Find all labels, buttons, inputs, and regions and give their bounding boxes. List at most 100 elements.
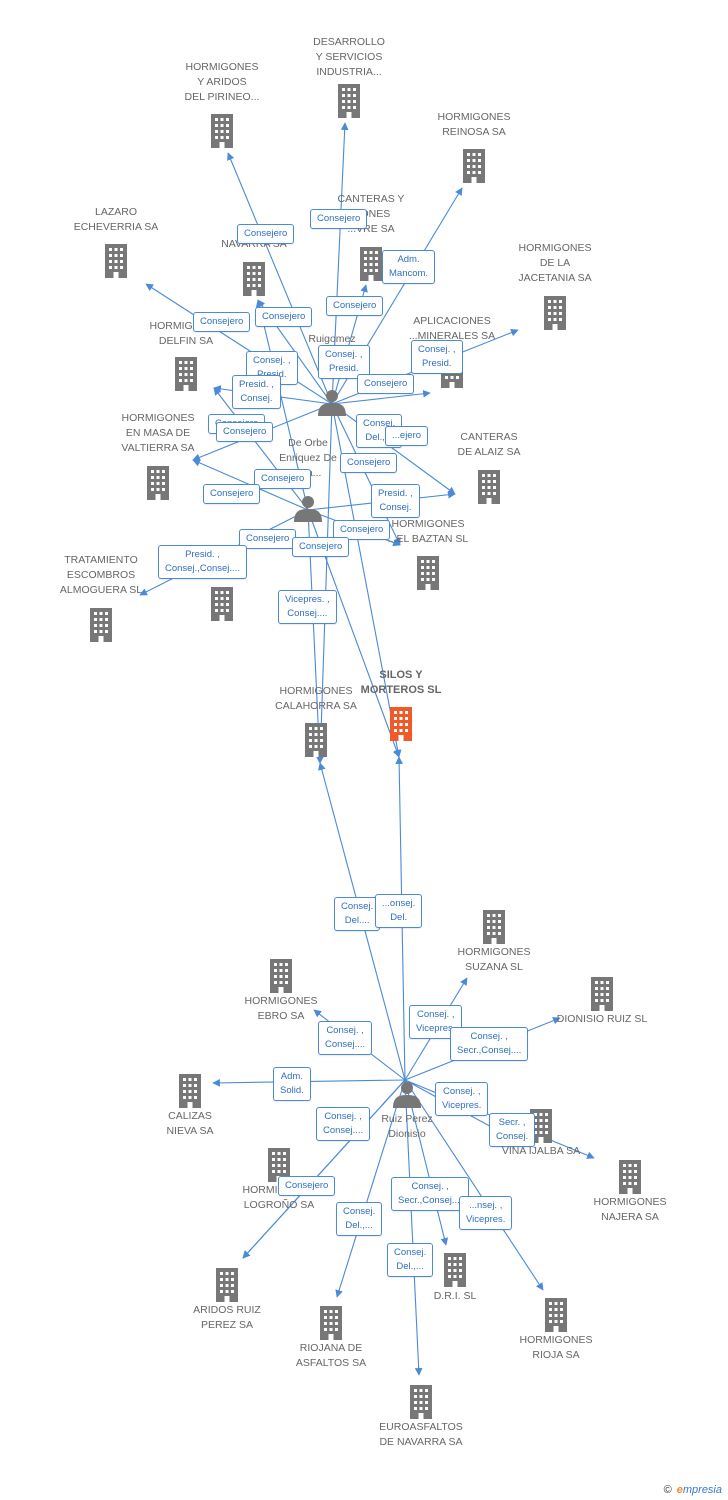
role-badge[interactable]: Presid. ,Consej.,Consej.... <box>158 545 247 579</box>
role-badge[interactable]: Consejero <box>333 520 391 540</box>
person-label-line: Dionisio <box>388 1128 426 1140</box>
company-label-line: HORMIGONES <box>245 995 318 1007</box>
role-badge-text: Consej. <box>496 1131 529 1142</box>
role-badge[interactable]: Consej. ,Consej.... <box>316 1107 371 1141</box>
company-node-dri[interactable]: D.R.I. SL <box>434 1253 477 1302</box>
company-node-druiz[interactable]: DIONISIO RUIZ SL <box>557 977 648 1025</box>
building-icon <box>270 959 292 993</box>
role-badge[interactable]: Consej. ,Presid. <box>411 340 463 374</box>
company-label-line: HORMIGONES <box>520 1334 593 1346</box>
role-badge[interactable]: Consejero <box>357 374 415 394</box>
role-badge[interactable]: Consejero <box>292 537 350 557</box>
role-badge[interactable]: Adm.Solid. <box>273 1067 311 1101</box>
role-badge-text: Presid. , <box>378 488 413 499</box>
edge-orbe-to-hdelfin <box>213 387 309 511</box>
role-badge[interactable]: Adm. Mancom. <box>382 250 436 284</box>
role-badge[interactable]: Consejero <box>203 484 261 504</box>
company-label-line: CANTERAS Y <box>338 193 405 205</box>
role-badge[interactable]: Consej. ,Consej.... <box>318 1021 373 1055</box>
role-badge-text: Consejero <box>261 473 305 484</box>
role-badge[interactable]: Consej.Del.,... <box>387 1243 434 1277</box>
edge-ruiz-to-hrioja <box>404 1079 544 1291</box>
company-label-line: DESARROLLO <box>313 36 385 48</box>
role-badge[interactable]: Consej.Del.... <box>334 897 381 931</box>
company-label-line: NAJERA SA <box>601 1211 659 1223</box>
role-badge[interactable]: ...nsej. ,Vicepres. <box>459 1196 513 1230</box>
role-badge-text: Consej. , <box>470 1031 508 1042</box>
role-badge-text: Consej. , <box>442 1086 481 1097</box>
role-badge[interactable]: Consejero <box>255 307 313 327</box>
role-badge[interactable]: Consejero <box>340 453 398 473</box>
role-badge-text: Consej. <box>341 901 374 912</box>
role-badge[interactable]: Consej. ,Presid. <box>318 345 370 379</box>
role-badge[interactable]: Secr. ,Consej. <box>489 1113 536 1147</box>
role-badge[interactable]: Presid. , Consej. <box>371 484 420 518</box>
role-badge[interactable]: Consejero <box>310 209 368 229</box>
role-badge-text: Mancom. <box>389 268 429 279</box>
role-badge[interactable]: Consejero <box>278 1176 336 1196</box>
role-badge[interactable]: Consej. ,Secr.,Consej.... <box>450 1027 529 1061</box>
role-badge-text: Adm. <box>397 254 420 265</box>
role-badge-text: ...nsej. , <box>469 1200 503 1211</box>
building-icon <box>417 556 439 590</box>
role-badge-text: Vicepres. , <box>285 594 330 605</box>
role-badge-text: Consejero <box>246 533 290 544</box>
role-badge[interactable]: Consejero <box>237 224 295 244</box>
role-badge[interactable]: Consejero <box>326 296 384 316</box>
role-badge[interactable]: Consej. ,Vicepres. <box>435 1082 489 1116</box>
role-badge[interactable]: Consejero <box>193 312 251 332</box>
role-badge[interactable]: Vicepres. ,Consej.... <box>278 590 337 624</box>
role-badge-text: Consej. , <box>411 1181 449 1192</box>
role-badge[interactable]: Consejero <box>239 529 297 549</box>
role-badge-text: Consejero <box>317 213 361 224</box>
role-badge-text: Del.,... <box>396 1261 424 1272</box>
edge-ruiz-to-euroasfaltos <box>404 1079 423 1376</box>
footer-brand[interactable]: © empresia <box>664 1484 722 1496</box>
role-badge-text: Consej. , <box>325 349 363 360</box>
role-badge[interactable]: ...onsej.Del. <box>375 894 423 928</box>
role-badge[interactable]: ...ejero <box>385 426 429 446</box>
role-badge[interactable]: Consejero <box>254 469 312 489</box>
building-icon <box>90 608 112 642</box>
company-node-unlabeled1[interactable] <box>211 587 233 621</box>
role-badge-text: Consej.... <box>323 1125 364 1136</box>
company-label-line: ...MINERALES SA <box>409 330 495 342</box>
role-badge[interactable]: Consej.Del.,... <box>336 1202 383 1236</box>
company-node-aplicaciones[interactable]: APLICACIONES...MINERALES SA <box>409 315 495 388</box>
role-badge-text: Consej. <box>379 502 412 513</box>
role-badge[interactable]: Presid. ,Consej. <box>232 375 281 409</box>
company-label-line: ECHEVERRIA SA <box>74 221 159 233</box>
role-badge-text: Del.,... <box>345 1220 373 1231</box>
company-label-line: TRATAMIENTO <box>64 554 138 566</box>
company-node-hbaztan[interactable]: HORMIGONES...EL BAZTAN SL <box>388 518 469 590</box>
role-badge-text: Consej. <box>240 393 273 404</box>
building-icon <box>444 1253 466 1287</box>
company-label-line: DE NAVARRA SA <box>379 1436 462 1448</box>
company-label-line: SILOS Y <box>379 669 423 681</box>
role-badge-text: Adm. <box>280 1071 303 1082</box>
company-label-line: ARIDOS RUIZ <box>193 1304 261 1316</box>
role-badge[interactable]: Consejero <box>216 422 274 442</box>
role-badge[interactable]: Consej. ,Secr.,Consej.... <box>391 1177 470 1211</box>
company-node-vinaijalba[interactable]: VIÑA IJALBA SA <box>502 1109 580 1157</box>
building-icon <box>410 1385 432 1419</box>
